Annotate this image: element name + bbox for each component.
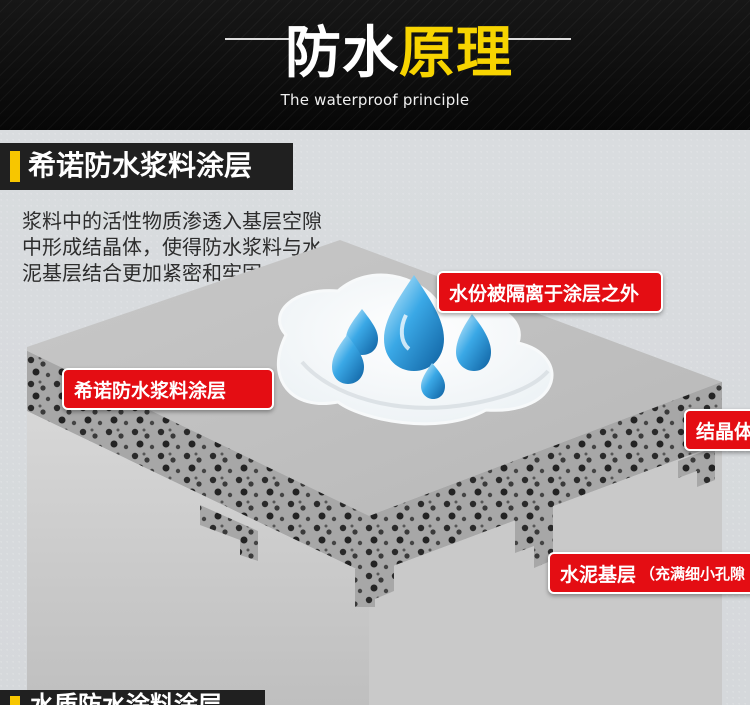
puddle-shadow [300, 360, 550, 410]
base-front [27, 411, 369, 705]
water-drop-icon [421, 363, 445, 399]
section-title-tag: 希诺防水浆料涂层 [0, 143, 293, 190]
section-title: 希诺防水浆料涂层 [28, 149, 253, 182]
title-right-line [507, 38, 571, 40]
crystal-label: 结晶体 [696, 420, 750, 443]
base-right-front [369, 443, 722, 705]
section-title-accent [10, 151, 20, 182]
coating-layer-label: 希诺防水浆料涂层 [74, 379, 227, 402]
cement-base-label: 水泥基层 [560, 563, 637, 586]
water-drop-icon [384, 275, 444, 371]
next-section-tag: 水质防水涂料涂层 [0, 690, 265, 705]
water-isolated-callout: 水份被隔离于涂层之外 [437, 271, 663, 313]
water-drop-icon [346, 309, 378, 355]
next-section-title: 水质防水涂料涂层 [30, 691, 222, 705]
title-left-line [225, 38, 289, 40]
crystal-callout: 结晶体 [684, 409, 750, 451]
cement-base-note: （充满细小孔隙 [640, 564, 746, 583]
coating-layer [27, 351, 722, 575]
page-subtitle: The waterproof principle [280, 91, 470, 109]
next-section-accent [10, 696, 20, 705]
page-header: 防水原理 The waterproof principle [0, 0, 750, 130]
coating-layer-callout: 希诺防水浆料涂层 [62, 368, 274, 410]
page-title-yellow: 原理 [399, 21, 513, 86]
section-description: 浆料中的活性物质渗透入基层空隙 中形成结晶体，使得防水浆料与水 泥基层结合更加紧… [22, 209, 322, 285]
water-drop-icon [332, 335, 364, 384]
page-title: 防水原理 [285, 21, 515, 87]
water-drop-icon [456, 314, 491, 371]
cement-base-callout: 水泥基层 （充满细小孔隙 [548, 552, 750, 594]
header-pattern [0, 0, 750, 130]
water-isolated-label: 水份被隔离于涂层之外 [449, 282, 640, 305]
page-title-white: 防水 [285, 21, 399, 86]
